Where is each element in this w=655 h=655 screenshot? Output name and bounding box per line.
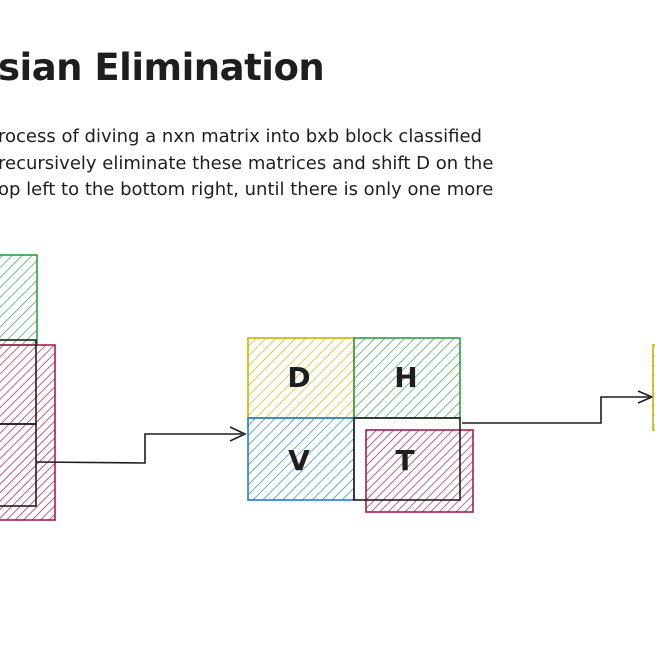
description-line-1: rocess of diving a nxn matrix into bxb b… [0,126,482,147]
description: rocess of diving a nxn matrix into bxb b… [0,124,493,204]
left-red-block [0,344,56,521]
description-line-3: op left to the bottom right, until there… [0,179,494,200]
block-t-outline [353,417,461,501]
label-t: T [395,444,414,477]
label-d: D [287,361,310,394]
block-t [365,429,474,513]
left-inner-outline-bottom [0,423,37,507]
label-v: V [288,444,310,477]
middle-matrix: D H V T [247,337,474,513]
arrow-left-to-middle-head [229,426,247,442]
arrow-middle-to-right-head [637,390,655,404]
right-yellow-block-edge [652,344,655,431]
block-d [247,337,355,419]
left-matrix [0,254,56,521]
page-title: sian Elimination [0,46,325,89]
left-green-block [0,254,38,346]
label-h: H [394,361,417,394]
block-h [353,337,461,419]
arrow-left-to-middle [35,433,242,464]
arrow-middle-to-right [462,396,649,424]
description-line-2: recursively eliminate these matrices and… [0,152,494,174]
